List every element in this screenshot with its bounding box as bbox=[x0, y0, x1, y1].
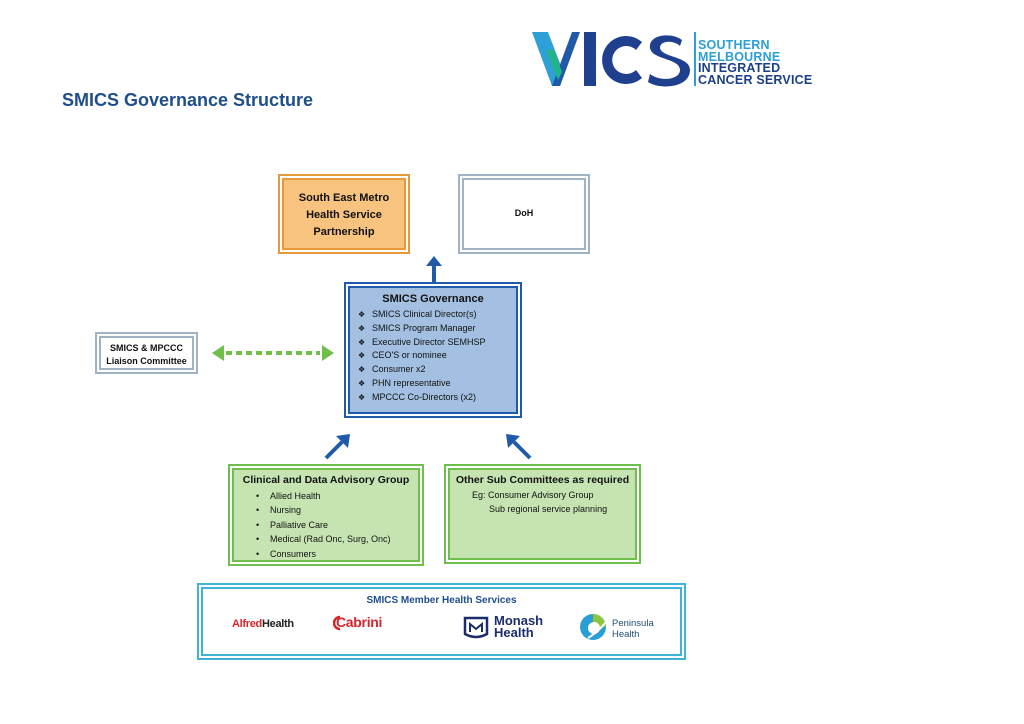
cabrini-cross-icon bbox=[333, 615, 341, 631]
cdag-item: •Nursing bbox=[256, 505, 302, 516]
diagonal-arrow-right-icon bbox=[506, 434, 532, 460]
cdag-item: •Consumers bbox=[256, 548, 317, 559]
vics-logo-icon bbox=[532, 32, 696, 87]
peninsula-health-icon bbox=[580, 614, 607, 640]
governance-list: ❖SMICS Clinical Director(s) ❖SMICS Progr… bbox=[346, 308, 520, 405]
cabrini-logo: Cabrini bbox=[336, 614, 383, 630]
cdag-item: •Allied Health bbox=[256, 491, 321, 501]
cdag-item: •Medical (Rad Onc, Surg, Onc) bbox=[256, 534, 391, 545]
logo-line3: INTEGRATED bbox=[698, 61, 781, 75]
peninsula-health-logo: Peninsula Health bbox=[612, 618, 654, 640]
other-line1: Eg: Consumer Advisory Group bbox=[472, 490, 594, 500]
monash-shield-icon bbox=[463, 616, 489, 639]
logo-line4: CANCER SERVICE bbox=[698, 72, 813, 87]
up-arrow-icon bbox=[426, 256, 442, 282]
governance-title: SMICS Governance bbox=[382, 293, 484, 305]
other-subcommittees-box: Other Sub Committees as required Eg: Con… bbox=[444, 464, 641, 564]
members-title: SMICS Member Health Services bbox=[366, 595, 517, 606]
governance-item: ❖SMICS Program Manager bbox=[358, 322, 476, 333]
liaison-line2: Liaison Committee bbox=[106, 356, 187, 366]
doh-label: DoH bbox=[514, 208, 534, 218]
liaison-box: SMICS & MPCCC Liaison Committee bbox=[95, 332, 198, 374]
governance-item: ❖Executive Director SEMHSP bbox=[358, 336, 486, 347]
governance-box: SMICS Governance ❖SMICS Clinical Directo… bbox=[344, 282, 522, 418]
logo-text: SOUTHERN MELBOURNE INTEGRATED CANCER SER… bbox=[698, 38, 813, 87]
logo-line2: MELBOURNE bbox=[698, 49, 781, 64]
other-line2: Sub regional service planning bbox=[489, 504, 608, 514]
cdag-item: •Palliative Care bbox=[256, 519, 329, 530]
cdag-list: •Allied Health •Nursing •Palliative Care… bbox=[230, 489, 422, 561]
governance-item: ❖MPCCC Co-Directors (x2) bbox=[358, 391, 477, 402]
diagonal-arrow-left-icon bbox=[324, 434, 350, 460]
clinical-data-advisory-box: Clinical and Data Advisory Group •Allied… bbox=[228, 464, 424, 566]
governance-item: ❖SMICS Clinical Director(s) bbox=[358, 309, 477, 319]
logo-line1: SOUTHERN bbox=[698, 38, 770, 52]
monash-health-logo: Monash Health bbox=[494, 613, 544, 640]
semhsp-line3: Partnership bbox=[313, 226, 375, 238]
semhsp-line2: Health Service bbox=[306, 209, 382, 221]
dotted-double-arrow-icon bbox=[212, 345, 334, 361]
other-title: Other Sub Committees as required bbox=[455, 474, 630, 486]
governance-item: ❖Consumer x2 bbox=[358, 364, 426, 375]
governance-item: ❖CEO'S or nominee bbox=[358, 350, 447, 361]
alfred-health-logo: AlfredHealth bbox=[232, 618, 294, 630]
semhsp-box: South East Metro Health Service Partners… bbox=[278, 174, 410, 254]
page-title: SMICS Governance Structure bbox=[62, 90, 314, 110]
cdag-title: Clinical and Data Advisory Group bbox=[242, 474, 410, 486]
governance-item: ❖PHN representative bbox=[358, 377, 451, 388]
semhsp-line1: South East Metro bbox=[298, 192, 390, 204]
liaison-line1: SMICS & MPCCC bbox=[109, 343, 183, 353]
doh-box: DoH bbox=[458, 174, 590, 254]
